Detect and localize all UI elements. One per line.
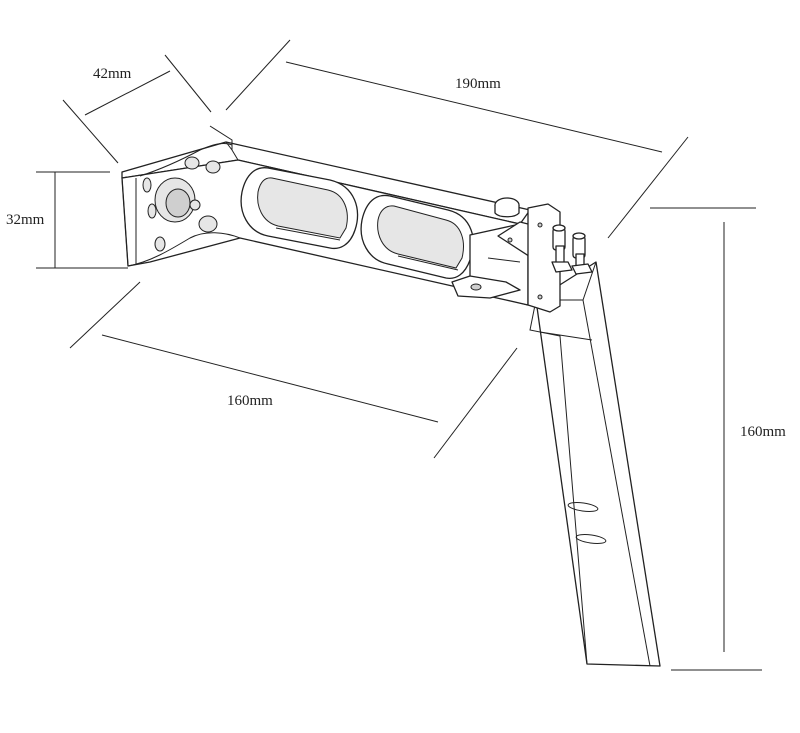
blade-slot-lower xyxy=(575,534,607,544)
arm-slot-right xyxy=(360,194,474,280)
arm-slot-left xyxy=(240,167,359,250)
dimension-160mm-right: 160mm xyxy=(650,207,786,671)
water-nipple-right xyxy=(571,232,593,275)
bolt-hole xyxy=(189,199,201,211)
dimension-32mm: 32mm xyxy=(6,171,128,269)
dim-label-190mm: 190mm xyxy=(455,76,501,92)
dim-label-160mm-bottom: 160mm xyxy=(227,393,273,409)
dimension-190mm: 190mm xyxy=(225,39,689,239)
bolt-hole xyxy=(154,236,166,252)
dimension-42mm: 42mm xyxy=(62,54,212,164)
rudder-blade xyxy=(529,261,661,667)
bolt-hole xyxy=(184,156,200,170)
dimension-160mm-bottom: 160mm xyxy=(69,281,518,459)
hinge-block xyxy=(451,197,561,313)
bolt-hole xyxy=(147,203,157,219)
dim-label-42mm: 42mm xyxy=(93,66,132,82)
water-nipple-left xyxy=(551,224,573,273)
dim-label-160mm-right: 160mm xyxy=(740,424,786,440)
blade-slot-upper xyxy=(567,502,599,512)
end-plate-holes xyxy=(142,156,221,252)
bolt-hole xyxy=(205,160,221,174)
dim-label-32mm: 32mm xyxy=(6,212,45,228)
bolt-hole xyxy=(142,177,152,193)
bolt-hole xyxy=(198,215,218,233)
